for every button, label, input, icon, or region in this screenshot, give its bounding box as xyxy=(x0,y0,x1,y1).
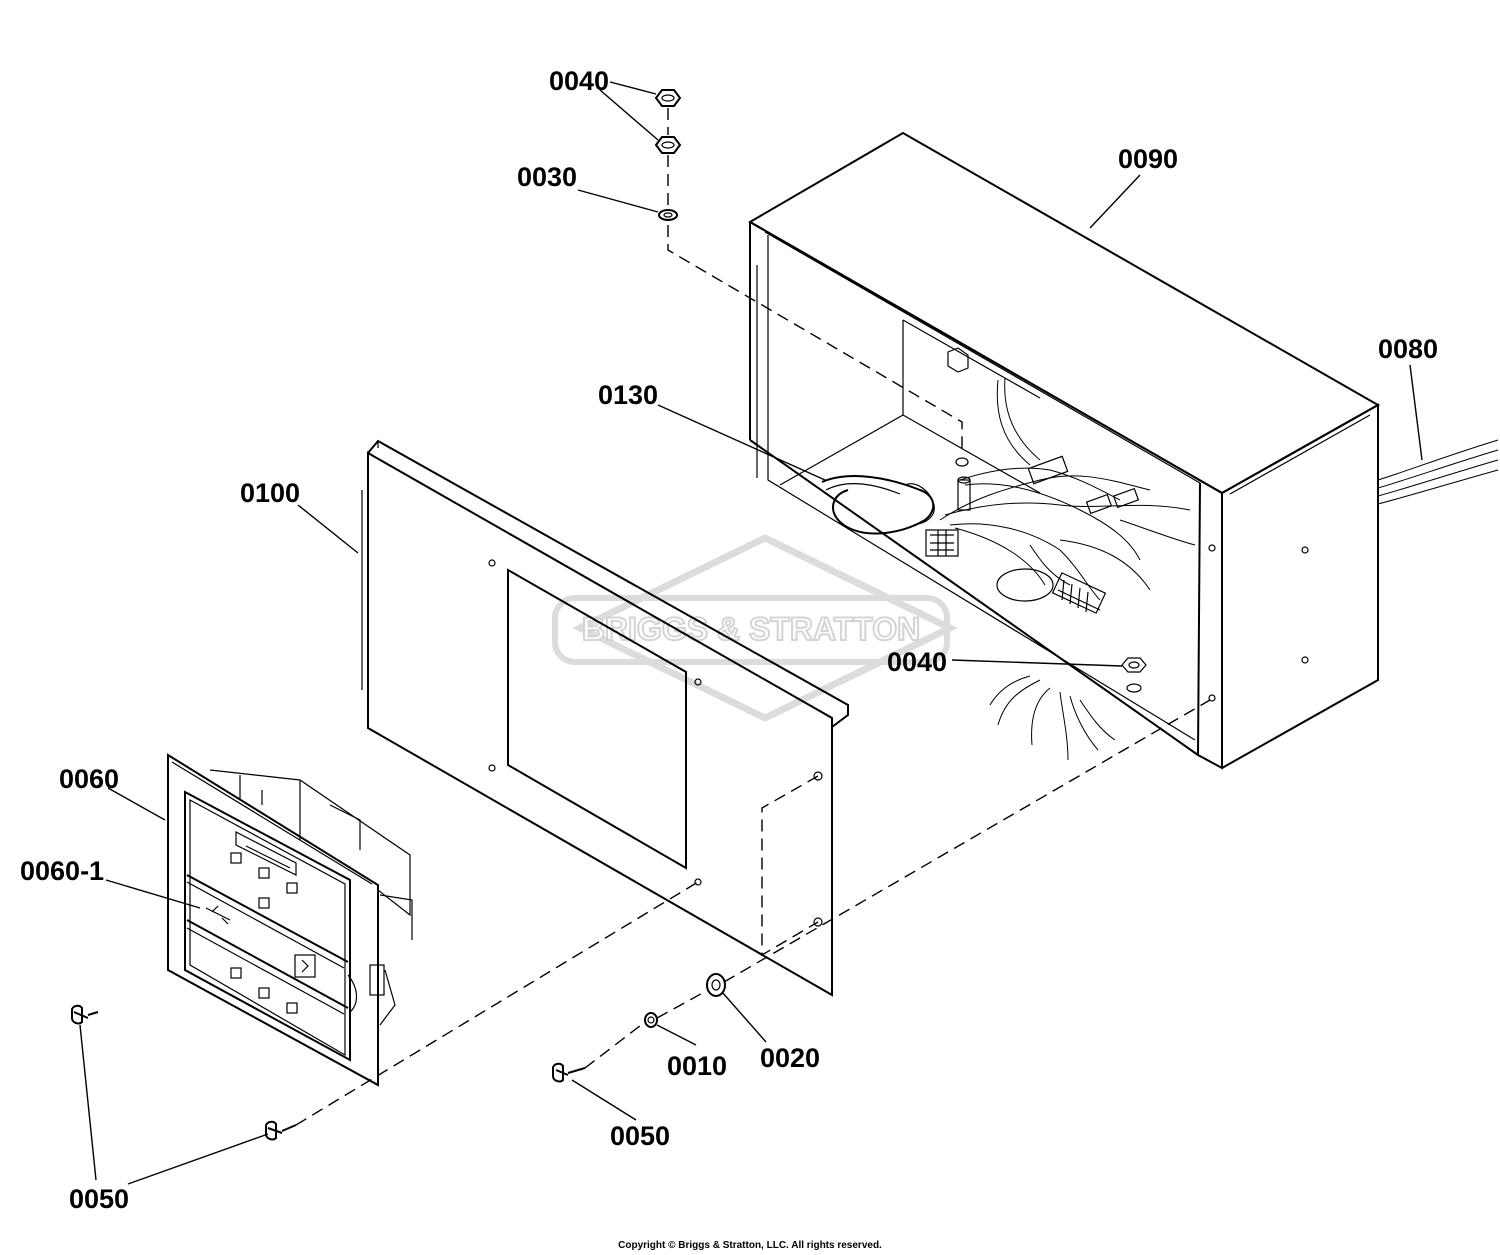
copyright-notice: Copyright © Briggs & Stratton, LLC. All … xyxy=(618,1240,882,1251)
callout-0080: 0080 xyxy=(1378,334,1438,364)
callout-0010: 0010 xyxy=(667,1051,727,1081)
callout-0050-left: 0050 xyxy=(69,1184,129,1214)
callout-0090: 0090 xyxy=(1118,144,1178,174)
callout-0020: 0020 xyxy=(760,1043,820,1073)
watermark: BRIGGS & STRATTON xyxy=(552,534,959,722)
wiring-harness xyxy=(821,377,1196,761)
callout-0050-center: 0050 xyxy=(610,1121,670,1151)
cable-bundle xyxy=(1377,439,1499,505)
callout-0040-top: 0040 xyxy=(549,66,609,96)
lock-washer xyxy=(658,209,678,221)
assembly-lines xyxy=(295,108,1211,1126)
watermark-text: BRIGGS & STRATTON xyxy=(582,611,920,647)
callout-labels: 0040 0030 0090 0080 0130 0100 0040 0060 … xyxy=(20,66,1438,1214)
enclosure-box xyxy=(748,131,1381,770)
washers xyxy=(644,973,726,1028)
callout-0100: 0100 xyxy=(240,478,300,508)
callout-0060-1: 0060-1 xyxy=(20,856,104,886)
controller-module xyxy=(167,753,413,1087)
front-panel xyxy=(361,439,849,997)
callout-0130: 0130 xyxy=(598,380,658,410)
callout-0040-box: 0040 xyxy=(887,647,947,677)
screws xyxy=(71,1004,586,1141)
flange-nut-top xyxy=(654,89,682,154)
callout-0060: 0060 xyxy=(59,764,119,794)
callout-0030: 0030 xyxy=(517,162,577,192)
leader-lines xyxy=(79,81,1423,1185)
